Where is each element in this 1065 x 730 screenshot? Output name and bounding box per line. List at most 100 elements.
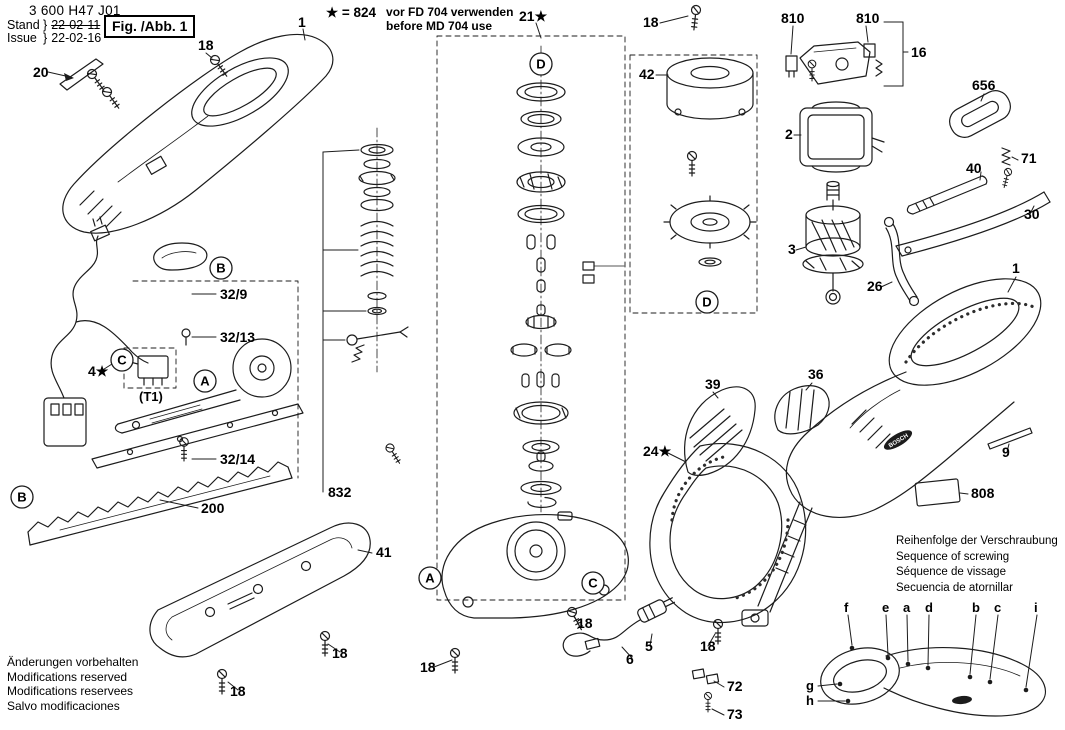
fan-cover-42 <box>666 57 754 120</box>
sequence-letters: f e a d b c i g h <box>806 600 1038 708</box>
label-18: 18 <box>700 638 716 654</box>
cover-41 <box>149 522 371 658</box>
label-4: 4★ <box>88 363 109 379</box>
sequence-note-es: Secuencia de atornillar <box>896 581 1013 594</box>
seq-letter-c: c <box>994 600 1001 615</box>
figure-label: Fig. /Abb. 1 <box>104 15 196 38</box>
label-200: 200 <box>201 500 225 516</box>
star-note-de: vor FD 704 verwenden <box>386 5 514 19</box>
loop-handle-24 <box>649 442 807 627</box>
star-code: ★ = 824 <box>326 5 377 20</box>
group-box-linkage <box>132 280 299 479</box>
clip-810-left <box>785 55 798 72</box>
label-1-right: 1 <box>1012 260 1020 276</box>
label-18: 18 <box>577 615 593 631</box>
star-note: ★ = 824 vor FD 704 verwenden before MD 7… <box>326 5 513 33</box>
blade-support-bar <box>91 403 304 469</box>
screw-sequence-notes: Reihenfolge der Verschraubung Sequence o… <box>896 534 1058 596</box>
screw-18 <box>383 441 404 466</box>
svg-text:B: B <box>216 261 225 276</box>
issue-date: 22-02-16 <box>51 30 102 45</box>
bracket-832 <box>322 149 367 493</box>
clamp-nut <box>663 195 757 267</box>
spring-screw-71 <box>1000 147 1013 189</box>
ref-marker-c: C <box>110 348 134 372</box>
screw-sequence-tool <box>820 645 1047 717</box>
label-6: 6 <box>626 651 634 667</box>
cutter-blade-200 <box>27 461 293 546</box>
vibration-pad <box>153 242 208 271</box>
label-5: 5 <box>645 638 653 654</box>
ref-marker-d: D <box>529 52 553 76</box>
washer-spring-group-832 <box>346 127 409 373</box>
handle-housing-shell <box>62 33 334 234</box>
label-20: 20 <box>33 64 49 80</box>
wiring-harness-4 <box>43 216 149 447</box>
cam-disc-assembly <box>114 338 292 434</box>
svg-text:B: B <box>17 490 26 505</box>
group-box-motor-cap <box>629 54 758 314</box>
screw-18 <box>688 4 702 31</box>
bracket-36 <box>774 385 830 435</box>
doc-header: 3 600 H47 J01 Stand } 22-02-11 Issue } 2… <box>7 3 121 45</box>
connector-72 <box>691 668 720 685</box>
footer-note-es: Salvo modificaciones <box>7 698 120 713</box>
label-18: 18 <box>643 14 659 30</box>
guard-plate-39 <box>684 386 756 476</box>
electronics-module-16 <box>785 41 883 85</box>
label-42: 42 <box>639 66 655 82</box>
label-1-top: 1 <box>298 14 306 30</box>
svg-text:C: C <box>588 576 598 591</box>
svg-text:D: D <box>536 57 545 72</box>
label-71: 71 <box>1021 150 1037 166</box>
ref-marker-b: B <box>209 256 233 280</box>
label-9: 9 <box>1002 444 1010 460</box>
sequence-note-en: Sequence of screwing <box>896 550 1010 563</box>
sequence-note-de: Reihenfolge der Verschraubung <box>896 535 1058 547</box>
armature-3 <box>802 180 864 305</box>
seq-letter-h: h <box>806 693 814 708</box>
group-box-gear-train <box>436 35 626 601</box>
seq-letter-g: g <box>806 678 814 693</box>
type-number: 3 600 H47 J01 <box>29 3 121 18</box>
label-3: 3 <box>788 241 796 257</box>
svg-text:D: D <box>702 295 711 310</box>
trimmer-body-1: BOSCH <box>757 278 1042 613</box>
screw-18 <box>686 150 698 177</box>
label-808: 808 <box>971 485 995 501</box>
link-rod-26 <box>883 216 920 307</box>
ref-marker-b: B <box>10 485 34 509</box>
label-32-14: 32/14 <box>220 451 255 467</box>
footer-note-de: Änderungen vorbehalten <box>7 655 139 669</box>
strip-part-20 <box>59 58 104 91</box>
guide-rod-40 <box>906 175 988 215</box>
svg-text:A: A <box>200 374 210 389</box>
label-plate-808 <box>914 478 961 507</box>
stand-label: Stand <box>7 17 40 32</box>
label-41: 41 <box>376 544 392 560</box>
label-21: 21★ <box>519 8 548 24</box>
label-18: 18 <box>230 683 246 699</box>
part-labels: 1 18 20 21★ 18 42 810 810 16 656 2 71 40… <box>33 8 1040 722</box>
stand-date: 22-02-11 <box>51 17 101 32</box>
seq-letter-a: a <box>903 600 911 615</box>
footer-notes: Änderungen vorbehalten Modifications res… <box>7 655 138 713</box>
brace-icon: } <box>43 17 48 32</box>
seq-letter-f: f <box>844 600 849 615</box>
seq-letter-b: b <box>972 600 980 615</box>
screw-18 <box>216 668 228 695</box>
label-26: 26 <box>867 278 883 294</box>
label-32-9: 32/9 <box>220 286 247 302</box>
label-72: 72 <box>727 678 743 694</box>
label-30: 30 <box>1024 206 1040 222</box>
gear-train-exploded <box>510 45 625 513</box>
footer-note-en: Modifications reserved <box>7 669 128 684</box>
label-24: 24★ <box>643 443 672 459</box>
star-note-en: before MD 704 use <box>386 19 493 33</box>
label-40: 40 <box>966 160 982 176</box>
ref-marker-a: A <box>418 566 442 590</box>
label-2: 2 <box>785 126 793 142</box>
footer-note-fr: Modifications reservees <box>7 684 134 698</box>
